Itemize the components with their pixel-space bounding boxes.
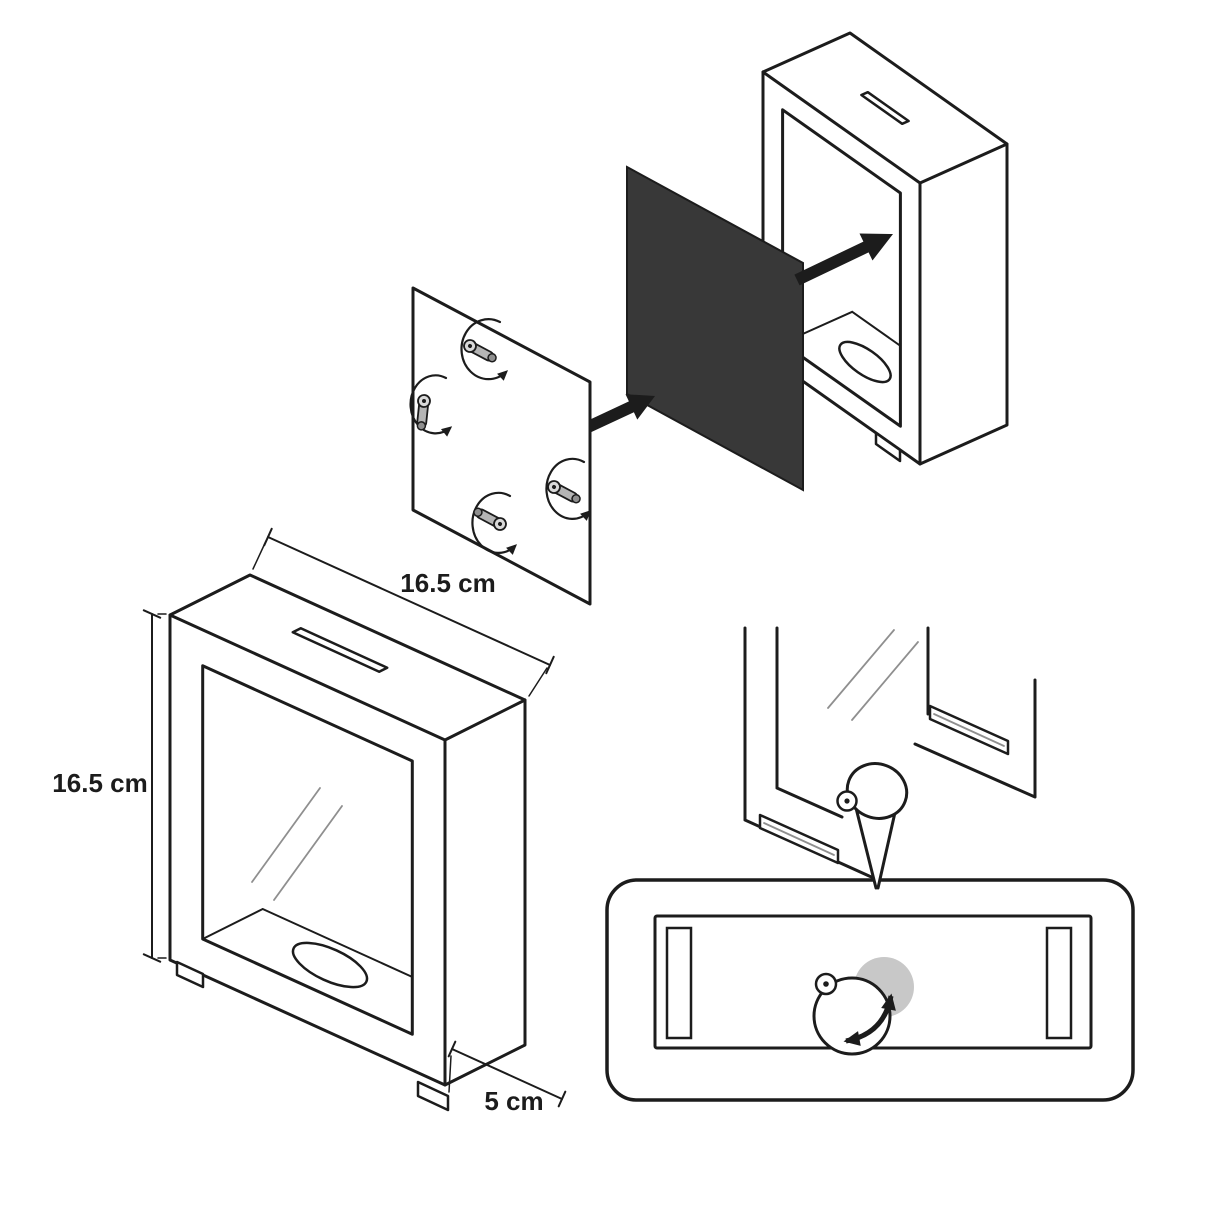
height-dimension-label: 16.5 cm xyxy=(52,768,147,798)
depth-dimension-label: 5 cm xyxy=(484,1086,543,1116)
rotate-arrow-icon xyxy=(843,993,896,1046)
insert-arrow-right-icon xyxy=(794,233,893,286)
coin-slot xyxy=(860,90,910,126)
dimensioned-frame: 16.5 cm 16.5 cm 5 cm xyxy=(52,527,567,1116)
exploded-frame-box xyxy=(761,31,1009,466)
rotation-arrow-icon xyxy=(545,457,591,521)
callout-pointer xyxy=(856,806,896,890)
foot-slot-left xyxy=(665,926,693,1040)
back-panel-with-clips xyxy=(409,286,592,606)
rotation-arrow-icon xyxy=(460,318,509,381)
height-dimension: 16.5 cm xyxy=(52,609,167,963)
frame-foot xyxy=(175,960,205,989)
release-disc xyxy=(845,762,909,820)
coin-exit-hole xyxy=(838,340,892,384)
coin-slot xyxy=(291,627,389,673)
dimension-tick xyxy=(142,609,162,963)
photo-backing-panel xyxy=(626,165,804,492)
width-dimension-label: 16.5 cm xyxy=(400,568,495,598)
frame-front-opening xyxy=(201,664,414,1036)
width-dimension: 16.5 cm xyxy=(252,527,555,697)
foot-slot-right xyxy=(1045,926,1073,1040)
frame-interior xyxy=(202,787,413,1006)
callout-bubble xyxy=(605,762,1135,1102)
dimension-tick xyxy=(447,1040,567,1108)
frame-edges xyxy=(168,613,527,1087)
rotation-arrow-icon xyxy=(409,374,453,437)
frame-foot xyxy=(416,1080,450,1112)
rotation-arrow-icon xyxy=(471,491,517,555)
cover-tab-pivot xyxy=(823,981,829,987)
disc-tab-pivot xyxy=(844,798,850,804)
back-panel xyxy=(411,286,592,606)
insert-arrow-left-icon xyxy=(583,394,655,434)
frame-foot xyxy=(874,431,902,463)
box-edges xyxy=(761,70,1009,466)
cutaway-edges xyxy=(743,626,1037,882)
bottom-detail-view xyxy=(743,626,1037,882)
glass-reflection xyxy=(827,629,919,721)
depth-dimension: 5 cm xyxy=(447,1040,567,1116)
coin-exit-hole xyxy=(291,941,369,989)
glass-reflection xyxy=(251,787,343,901)
